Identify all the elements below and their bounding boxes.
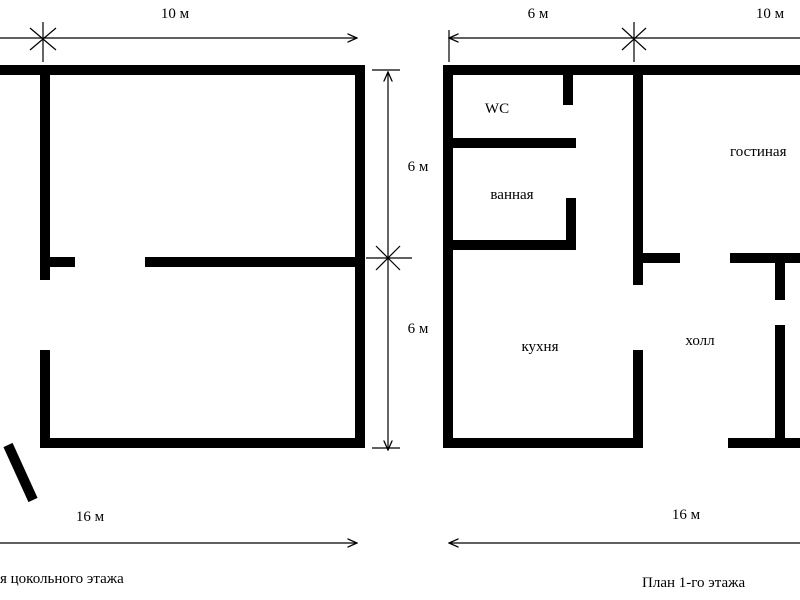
first-floor-plan: 6 м 10 м 16 м WC ванная гостиная кухня х… xyxy=(443,6,800,591)
room-label-hall: холл xyxy=(685,333,715,349)
basement-dim-bottom: 16 м xyxy=(0,509,357,543)
basement-dim-bottom-label: 16 м xyxy=(76,509,105,525)
room-label-bathroom: ванная xyxy=(490,187,533,203)
basement-dim-right: 6 м 6 м xyxy=(366,69,429,450)
first-floor-walls xyxy=(443,65,800,448)
basement-dim-top-label: 10 м xyxy=(161,6,190,22)
basement-caption: я цокольного этажа xyxy=(0,571,124,587)
first-floor-dim-top: 6 м 10 м xyxy=(449,6,800,62)
basement-dim-right-lower-label: 6 м xyxy=(408,321,429,337)
room-label-kitchen: кухня xyxy=(521,339,558,355)
basement-plan: 10 м 6 м 6 м 16 м я цокольного этажа xyxy=(0,6,429,587)
room-label-wc: WC xyxy=(485,101,509,117)
first-floor-dim-bottom-label: 16 м xyxy=(672,507,701,523)
first-floor-dim-top-right-label: 10 м xyxy=(756,6,785,22)
basement-dim-right-upper-label: 6 м xyxy=(408,159,429,175)
room-label-living: гостиная xyxy=(730,144,787,160)
first-floor-caption: План 1-го этажа xyxy=(642,575,745,591)
first-floor-dim-top-left-label: 6 м xyxy=(528,6,549,22)
basement-dim-top: 10 м xyxy=(0,6,357,62)
basement-walls xyxy=(0,65,365,503)
first-floor-dim-bottom: 16 м xyxy=(449,507,800,543)
